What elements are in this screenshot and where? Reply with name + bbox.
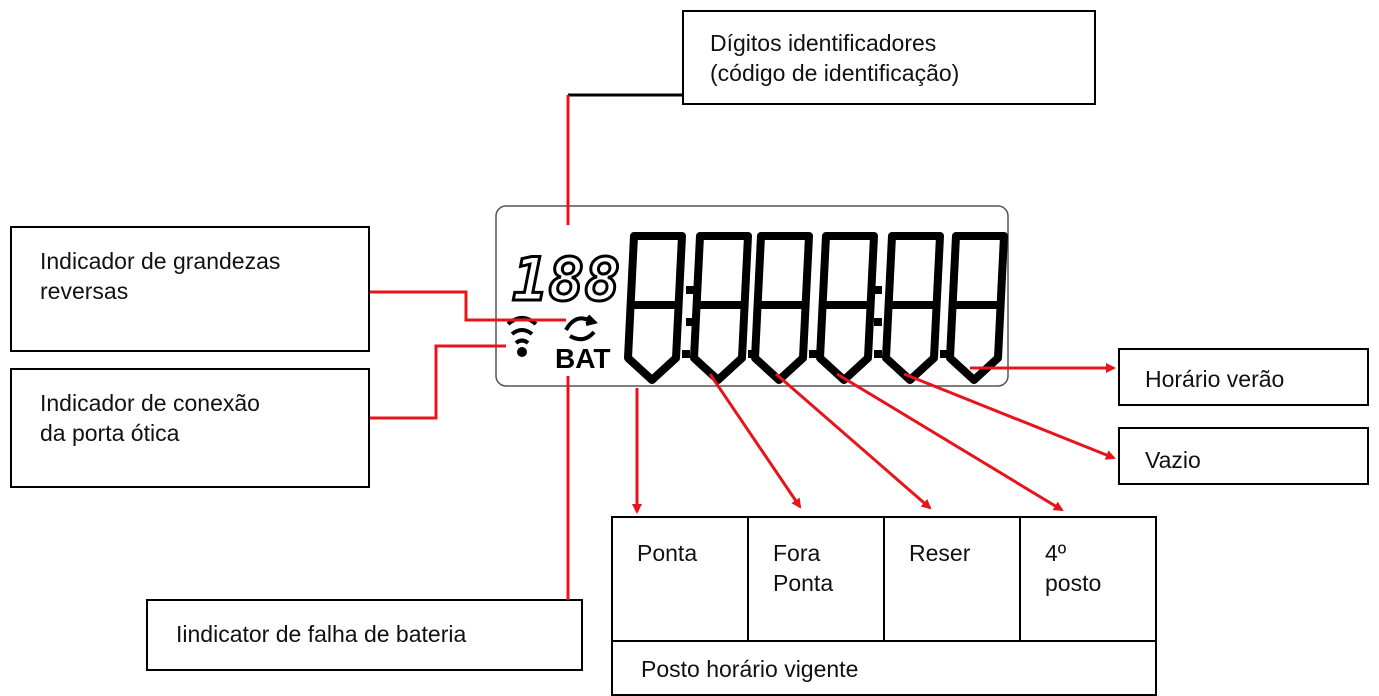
battery-indicator-label: Iindicator de falha de bateria	[176, 621, 467, 647]
empty-label: Vazio	[1145, 447, 1201, 473]
battery-indicator-box: Iindicator de falha de bateria	[146, 599, 583, 671]
lcd-digit	[816, 232, 878, 384]
lcd-decimal-dot	[874, 350, 882, 358]
lcd-frame	[495, 205, 1009, 387]
digits-id-box: Dígitos identificadores (código de ident…	[682, 10, 1096, 105]
tariff-cell-fora-ponta: Fora Ponta	[749, 518, 885, 640]
reverse-indicator-label: Indicador de grandezas reversas	[40, 248, 281, 304]
digits-id-label: Dígitos identificadores (código de ident…	[710, 30, 960, 86]
lcd-digit	[690, 232, 752, 384]
lcd-digit	[624, 232, 686, 384]
dst-box: Horário verão	[1118, 348, 1369, 406]
lcd-digit	[751, 232, 813, 384]
lcd-colon-dot	[874, 318, 882, 326]
lcd-colon-dot	[874, 286, 882, 294]
tariff-cell-label: 4º posto	[1045, 540, 1102, 596]
leader-lines-red	[370, 95, 570, 600]
lcd-colon-dot	[686, 286, 694, 294]
tariff-cell-label: Fora Ponta	[773, 540, 834, 596]
tariff-cell-4-posto: 4º posto	[1021, 518, 1157, 640]
tariff-cell-ponta: Ponta	[613, 518, 749, 640]
lcd-colon-dot	[686, 318, 694, 326]
optical-port-icon	[506, 316, 538, 357]
tariff-cell-reser: Reser	[885, 518, 1021, 640]
lcd-decimal-dot	[809, 350, 817, 358]
tariff-footer-divider	[613, 640, 1155, 642]
optical-indicator-box: Indicador de conexão da porta ótica	[10, 368, 370, 488]
lcd-decimal-dot	[940, 350, 948, 358]
tariff-cell-label: Reser	[909, 540, 971, 566]
reverse-icon	[564, 314, 598, 342]
reverse-indicator-box: Indicador de grandezas reversas	[10, 226, 370, 352]
empty-box: Vazio	[1118, 427, 1369, 485]
optical-indicator-label: Indicador de conexão da porta ótica	[40, 390, 260, 446]
lcd-digit	[882, 232, 944, 384]
tariff-table: Ponta Fora Ponta Reser 4º posto Posto ho…	[611, 516, 1157, 696]
battery-text: BAT	[555, 343, 610, 374]
lcd-big-digits	[624, 232, 1008, 384]
lcd-small-digits: 188	[512, 245, 620, 315]
tariff-footer-label: Posto horário vigente	[641, 656, 859, 682]
lcd-decimal-dot	[682, 350, 690, 358]
tariff-cell-label: Ponta	[637, 540, 698, 566]
lcd-digit	[946, 232, 1008, 384]
dst-label: Horário verão	[1145, 366, 1285, 392]
pointer-arrows	[632, 363, 1116, 514]
